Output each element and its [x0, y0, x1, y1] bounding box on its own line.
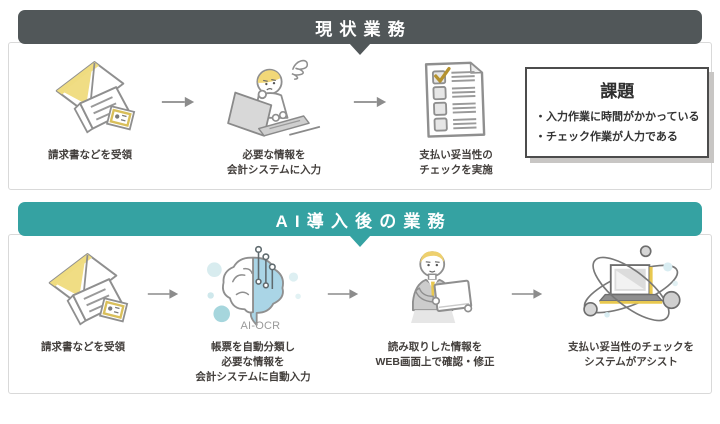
step-caption: 読み取りした情報を WEB画面上で確認・修正 [375, 341, 495, 369]
system-assist-laptop-icon [572, 243, 690, 335]
step-caption: 帳票を自動分類し 必要な情報を 会計システムに自動入力 [195, 341, 311, 384]
businessman-laptop-icon [387, 243, 483, 335]
invoice-documents-icon [38, 51, 142, 143]
ai-section-header: AI導入後の業務 [18, 202, 702, 247]
step-caption: 支払い妥当性の チェックを実施 [419, 149, 493, 177]
workflow-diagram: 現状業務 請求書などを受領 [0, 10, 720, 424]
ai-section-panel: 請求書などを受領 AI-OCR 帳票を自動分類し 必要な情報を 会計システムに自… [8, 234, 712, 394]
current-section-title: 現状業務 [315, 19, 412, 39]
step-caption: 支払い妥当性のチェックを システムがアシスト [568, 341, 694, 369]
step-manual-input: 必要な情報を 会計システムに入力 [195, 51, 353, 178]
current-section-header: 現状業務 [18, 10, 702, 55]
step-caption: 請求書などを受領 [41, 341, 125, 353]
flow-arrow-icon [327, 287, 359, 305]
issue-item: ・チェック作業が人力である [535, 131, 678, 144]
header-pointer-icon [349, 235, 371, 247]
flow-arrow-icon [353, 95, 387, 113]
ai-ocr-brain-icon: AI-OCR [200, 243, 306, 335]
ai-workflow-section: AI導入後の業務 請求書などを受領 [0, 202, 720, 394]
header-pointer-icon [349, 43, 371, 55]
step-receive-invoices: 請求書などを受領 [19, 51, 161, 163]
step-ai-ocr: AI-OCR 帳票を自動分類し 必要な情報を 会計システムに自動入力 [179, 243, 327, 386]
step-system-assist: 支払い妥当性のチェックを システムがアシスト [543, 243, 719, 370]
flow-arrow-icon [161, 95, 195, 113]
issue-item: ・入力作業に時間がかかっている [535, 111, 700, 123]
ai-ocr-label: AI-OCR [240, 320, 281, 332]
issues-title: 課題 [600, 82, 635, 101]
step-payment-check: 支払い妥当性の チェックを実施 [387, 51, 525, 178]
current-section-panel: 請求書などを受領 必要な情報を 会計システムに入力 [8, 42, 712, 190]
current-flow: 請求書などを受領 必要な情報を 会計システムに入力 [9, 43, 711, 178]
step-caption: 請求書などを受領 [48, 149, 132, 161]
invoice-documents-icon [33, 243, 133, 335]
step-receive-invoices: 請求書などを受領 [19, 243, 147, 355]
step-caption: 必要な情報を 会計システムに入力 [226, 149, 322, 177]
flow-arrow-icon [511, 287, 543, 305]
issues-box: 課題 ・入力作業に時間がかかっている ・チェック作業が人力である [525, 67, 710, 158]
current-workflow-section: 現状業務 請求書などを受領 [0, 10, 720, 190]
ai-section-title: AI導入後の業務 [275, 211, 452, 231]
ai-flow: 請求書などを受領 AI-OCR 帳票を自動分類し 必要な情報を 会計システムに自… [9, 235, 711, 386]
person-typing-laptop-icon [221, 51, 327, 143]
flow-arrow-icon [147, 287, 179, 305]
step-web-confirm: 読み取りした情報を WEB画面上で確認・修正 [359, 243, 511, 370]
checklist-icon [414, 51, 498, 143]
